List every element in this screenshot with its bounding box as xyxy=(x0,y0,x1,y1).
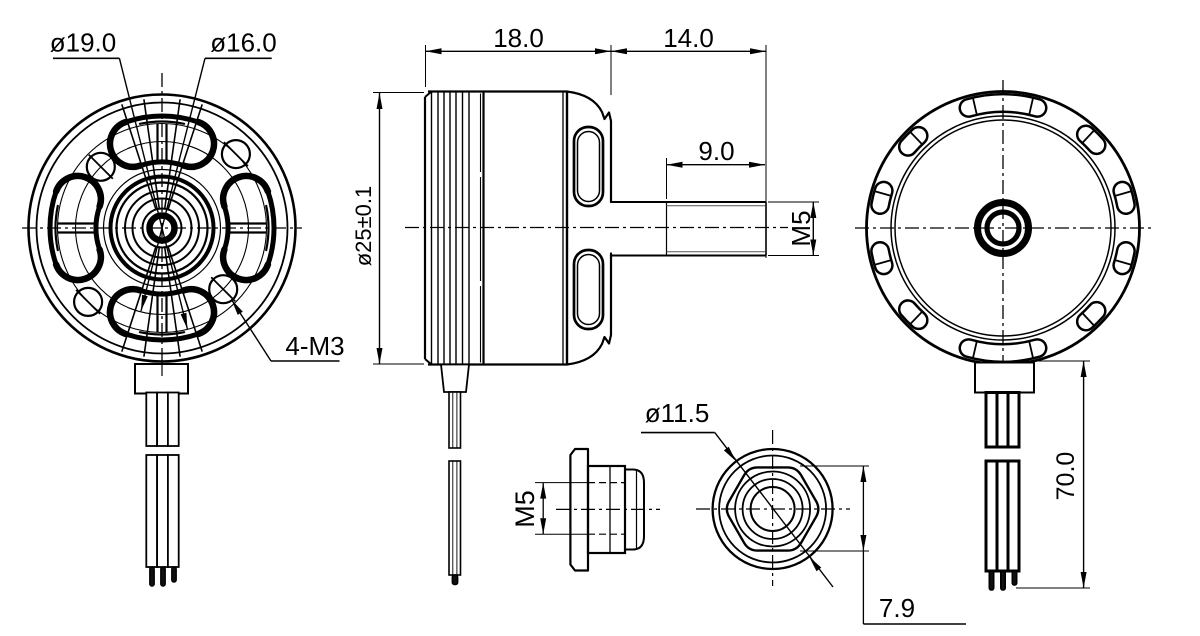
svg-text:ø16.0: ø16.0 xyxy=(210,28,277,58)
svg-text:M5: M5 xyxy=(786,210,816,246)
svg-text:14.0: 14.0 xyxy=(663,23,714,53)
svg-text:4-M3: 4-M3 xyxy=(285,331,344,361)
svg-text:70.0: 70.0 xyxy=(1052,452,1080,501)
svg-text:9.0: 9.0 xyxy=(698,136,734,166)
svg-text:ø25±0.1: ø25±0.1 xyxy=(351,186,376,267)
svg-text:ø11.5: ø11.5 xyxy=(645,398,710,428)
svg-text:ø19.0: ø19.0 xyxy=(50,28,117,58)
svg-text:7.9: 7.9 xyxy=(879,593,915,623)
svg-text:18.0: 18.0 xyxy=(493,23,544,53)
svg-text:M5: M5 xyxy=(510,490,540,528)
